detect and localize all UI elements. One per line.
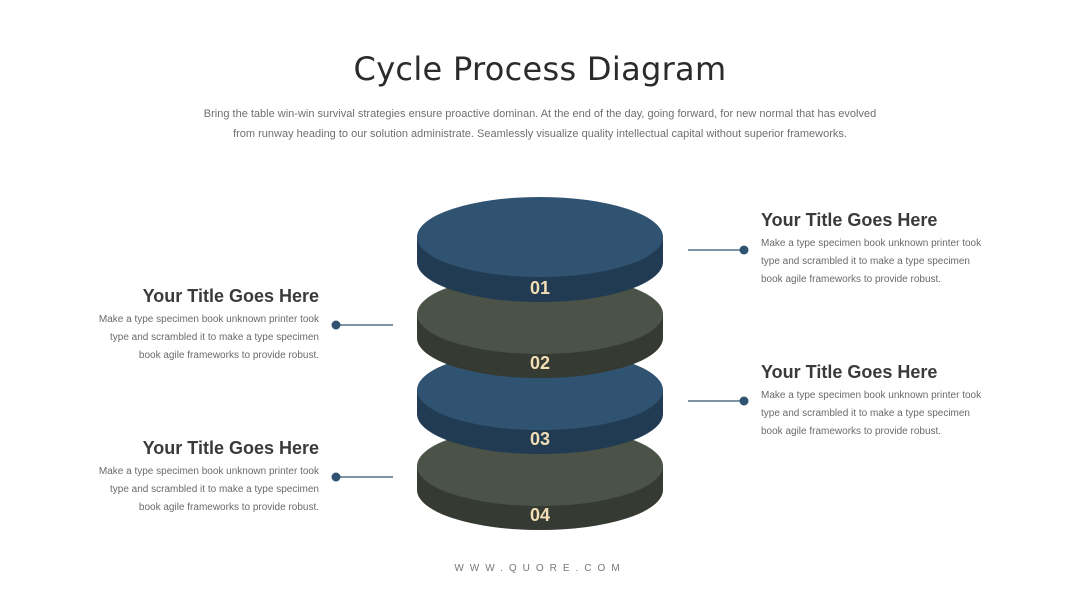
block-3-line-3: book agile frameworks to provide robust. xyxy=(761,426,942,437)
block-title-3: Your Title Goes Here xyxy=(761,362,938,382)
block-1-line-2: type and scrambled it to make a type spe… xyxy=(761,256,970,267)
layer-number-4: 04 xyxy=(530,505,550,525)
text-block-2: Your Title Goes Here Make a type specime… xyxy=(80,286,319,365)
subtitle-line-1: Bring the table win-win survival strateg… xyxy=(203,108,877,120)
layer-number-2: 02 xyxy=(530,353,550,373)
block-4-line-3: book agile frameworks to provide robust. xyxy=(138,502,319,513)
block-text-3: Make a type specimen book unknown printe… xyxy=(761,387,1001,441)
block-2-line-3: book agile frameworks to provide robust. xyxy=(138,350,319,361)
block-text-4: Make a type specimen book unknown printe… xyxy=(80,463,319,517)
block-title-4: Your Title Goes Here xyxy=(142,438,319,458)
block-2-line-1: Make a type specimen book unknown printe… xyxy=(98,314,319,325)
block-4-line-1: Make a type specimen book unknown printe… xyxy=(98,466,319,477)
connector-4 xyxy=(331,472,393,482)
block-title-2: Your Title Goes Here xyxy=(142,286,319,306)
block-3-line-1: Make a type specimen book unknown printe… xyxy=(761,390,982,401)
connector-1 xyxy=(688,245,749,255)
text-block-1: Your Title Goes Here Make a type specime… xyxy=(761,210,1001,289)
page-subtitle: Bring the table win-win survival strateg… xyxy=(190,104,890,144)
page-title: Cycle Process Diagram xyxy=(353,50,727,88)
footer-website[interactable]: WWW.QUORE.COM xyxy=(454,563,626,574)
block-1-line-3: book agile frameworks to provide robust. xyxy=(761,274,942,285)
block-2-line-2: type and scrambled it to make a type spe… xyxy=(110,332,319,343)
block-text-2: Make a type specimen book unknown printe… xyxy=(80,311,319,365)
block-title-1: Your Title Goes Here xyxy=(761,210,938,230)
block-3-line-2: type and scrambled it to make a type spe… xyxy=(761,408,970,419)
subtitle-line-2: from runway heading to our solution admi… xyxy=(233,128,847,140)
block-1-line-1: Make a type specimen book unknown printe… xyxy=(761,238,982,249)
connector-3 xyxy=(688,396,749,406)
connector-2 xyxy=(331,320,393,330)
layer-number-1: 01 xyxy=(530,278,550,298)
layer-number-3: 03 xyxy=(530,429,550,449)
text-block-4: Your Title Goes Here Make a type specime… xyxy=(80,438,319,517)
block-text-1: Make a type specimen book unknown printe… xyxy=(761,235,1001,289)
layer-1: 01 xyxy=(417,197,663,302)
block-4-line-2: type and scrambled it to make a type spe… xyxy=(110,484,319,495)
text-block-3: Your Title Goes Here Make a type specime… xyxy=(761,362,1001,441)
